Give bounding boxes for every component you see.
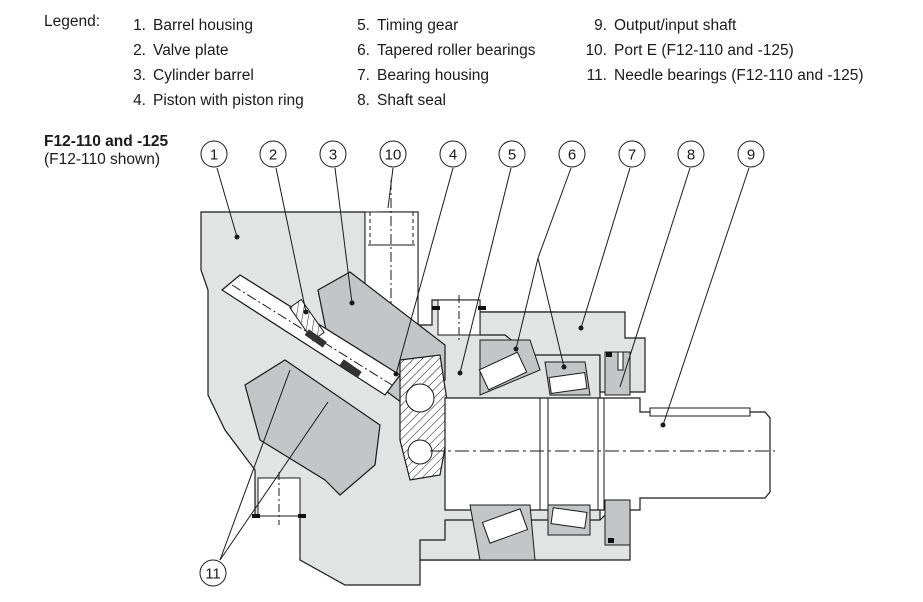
svg-text:1: 1 (210, 147, 218, 164)
legend-item: 4. Piston with piston ring (128, 88, 304, 113)
figure-title: F12-110 and -125 (44, 133, 169, 150)
callout-7: 7 (618, 140, 646, 168)
legend-item: 11. Needle bearings (F12-110 and -125) (579, 63, 864, 88)
legend-number: 5. (357, 17, 370, 34)
svg-text:8: 8 (687, 147, 695, 164)
legend-label: Legend: (44, 13, 101, 30)
callout-5: 5 (498, 140, 526, 168)
legend-text: Piston with piston ring (153, 92, 304, 109)
callout-4: 4 (439, 140, 467, 168)
legend-number: 10. (585, 42, 607, 59)
svg-text:5: 5 (508, 147, 516, 164)
legend-number: 7. (357, 67, 370, 84)
legend-item: 7. Bearing housing (352, 63, 536, 88)
legend-text: Port E (F12-110 and -125) (614, 42, 794, 59)
callout-2: 2 (259, 140, 287, 168)
callout-3: 3 (319, 140, 347, 168)
legend-number: 3. (133, 67, 146, 84)
legend-number: 6. (357, 42, 370, 59)
callout-leaders (216, 167, 750, 561)
legend-number: 1. (133, 17, 146, 34)
seal-lip (617, 351, 624, 371)
legend-column-3: 9. Output/input shaft 10. Port E (F12-110 … (579, 13, 864, 88)
piston-ring (304, 329, 327, 348)
callout-9: 9 (737, 140, 765, 168)
legend-item: 6. Tapered roller bearings (352, 38, 536, 63)
shaft-key (649, 407, 751, 417)
legend-text: Barrel housing (153, 17, 253, 34)
legend-item: 8. Shaft seal (352, 88, 536, 113)
legend-number: 11. (586, 67, 607, 84)
svg-text:11: 11 (205, 566, 221, 583)
svg-text:10: 10 (385, 147, 402, 164)
legend-item: 1. Barrel housing (128, 13, 304, 38)
legend-item: 2. Valve plate (128, 38, 304, 63)
legend-text: Shaft seal (377, 92, 446, 109)
upper-plug (432, 295, 486, 340)
legend-text: Needle bearings (F12-110 and -125) (614, 67, 864, 84)
bearing-housing (479, 311, 646, 393)
needle-bearing-plug (252, 472, 306, 525)
shaft-seal-lower (604, 499, 631, 546)
legend-number: 4. (133, 92, 146, 109)
svg-text:9: 9 (747, 147, 755, 164)
legend-text: Bearing housing (377, 67, 490, 84)
legend-item: 5. Timing gear (352, 13, 536, 38)
legend-item: 9. Output/input shaft (579, 13, 864, 38)
roller (550, 507, 588, 529)
legend-text: Valve plate (153, 42, 229, 59)
legend-number: 8. (357, 92, 370, 109)
figure-subtitle: (F12-110 shown) (44, 151, 161, 168)
svg-text:7: 7 (628, 147, 636, 164)
roller (481, 508, 529, 544)
legend-text: Timing gear (377, 17, 459, 34)
callout-11: 11 (199, 559, 227, 587)
roller (478, 351, 528, 391)
svg-text:4: 4 (449, 147, 457, 164)
legend-text: Output/input shaft (614, 17, 737, 34)
callout-1: 1 (200, 140, 228, 168)
callout-dots (234, 234, 666, 428)
legend-text: Tapered roller bearings (377, 42, 536, 59)
roller (548, 372, 588, 394)
legend-number: 2. (133, 42, 146, 59)
gear-pin (407, 439, 433, 465)
seal-o-ring (608, 538, 614, 543)
piston-ring (339, 359, 362, 378)
legend-item: 10. Port E (F12-110 and -125) (579, 38, 864, 63)
legend-column-1: 1. Barrel housing 2. Valve plate 3. Cylinde… (128, 13, 304, 113)
legend-text: Cylinder barrel (153, 67, 254, 84)
legend-item: 3. Cylinder barrel (128, 63, 304, 88)
legend-column-2: 5.Timing gear 6.Tapered roller bearings … (352, 13, 536, 113)
callout-6: 6 (558, 140, 586, 168)
svg-text:3: 3 (329, 147, 337, 164)
seal-o-ring (606, 352, 612, 357)
svg-text:6: 6 (568, 147, 576, 164)
lower-barrel-block (244, 359, 381, 496)
callout-8: 8 (677, 140, 705, 168)
legend-number: 9. (594, 17, 607, 34)
svg-text:2: 2 (269, 147, 277, 164)
gear-pin (405, 383, 435, 413)
callout-10: 10 (379, 140, 407, 168)
